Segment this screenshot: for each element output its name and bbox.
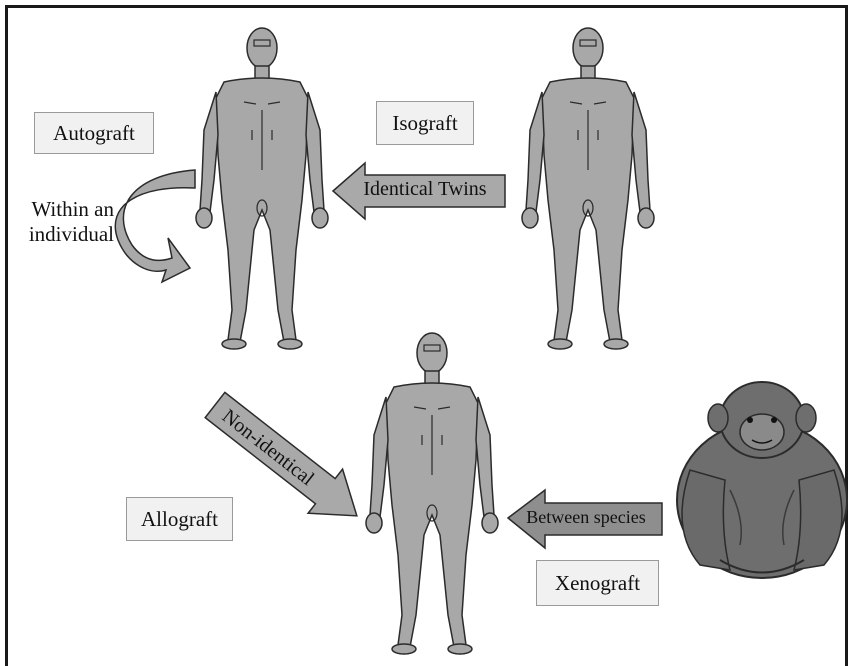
between-species-label: Between species <box>512 507 660 528</box>
within-individual-arrow <box>115 170 195 282</box>
isograft-label: Isograft <box>376 101 474 145</box>
chimpanzee-icon <box>677 382 847 578</box>
identical-twins-label: Identical Twins <box>346 178 504 201</box>
autograft-label: Autograft <box>34 112 154 154</box>
xenograft-label: Xenograft <box>536 560 659 606</box>
within-line-1: Within an <box>14 197 114 222</box>
human-figure-recipient-icon <box>196 28 328 349</box>
within-individual-text: Within an individual <box>14 197 114 247</box>
allograft-label: Allograft <box>126 497 233 541</box>
human-figure-allograft-recipient-icon <box>366 333 498 654</box>
non-identical-label: Non-identical <box>218 405 319 490</box>
within-line-2: individual <box>14 222 114 247</box>
human-figure-twin-icon <box>522 28 654 349</box>
